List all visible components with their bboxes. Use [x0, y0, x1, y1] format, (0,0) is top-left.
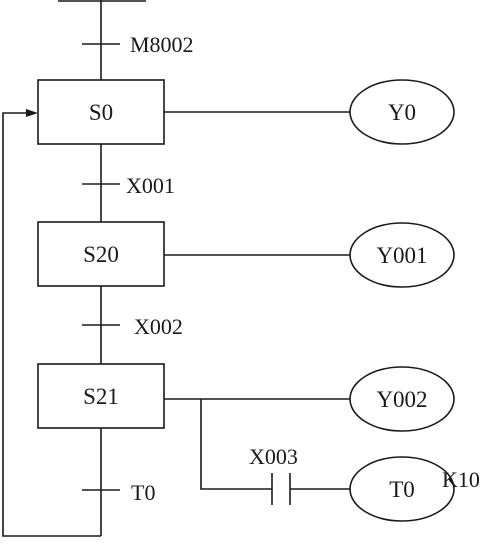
output-line-t0-branch [200, 399, 272, 490]
return-loop-line [2, 112, 101, 537]
step-s20-label: S20 [83, 242, 119, 267]
step-s21: S21 [37, 363, 165, 429]
contact-x003: X003 [249, 444, 298, 505]
output-y002-ellipse [349, 366, 455, 432]
step-s21-label: S21 [83, 384, 119, 409]
output-y001-ellipse [349, 222, 455, 288]
return-arrow-icon [26, 109, 38, 117]
output-y002-label: Y002 [376, 387, 427, 412]
output-t0: T0 [349, 456, 455, 522]
transition-label-s0-s20: X001 [126, 173, 175, 198]
output-y002: Y002 [349, 366, 455, 432]
transition-label-initial: M8002 [130, 32, 194, 57]
output-y0: Y0 [349, 79, 455, 145]
output-y0-label: Y0 [388, 100, 416, 125]
output-y0-ellipse [349, 79, 455, 145]
timer-setting-label: K10 [442, 467, 480, 492]
step-s20-box [37, 221, 165, 287]
step-s20: S20 [37, 221, 165, 287]
step-s0-label: S0 [89, 100, 113, 125]
step-s0: S0 [37, 79, 165, 145]
transition-label-return: T0 [131, 480, 155, 505]
contact-x003-label: X003 [249, 444, 298, 469]
output-y001: Y001 [349, 222, 455, 288]
output-y001-label: Y001 [376, 243, 427, 268]
output-t0-ellipse [349, 456, 455, 522]
transition-label-s20-s21: X002 [134, 314, 183, 339]
step-s21-box [37, 363, 165, 429]
output-t0-label: T0 [389, 477, 415, 502]
